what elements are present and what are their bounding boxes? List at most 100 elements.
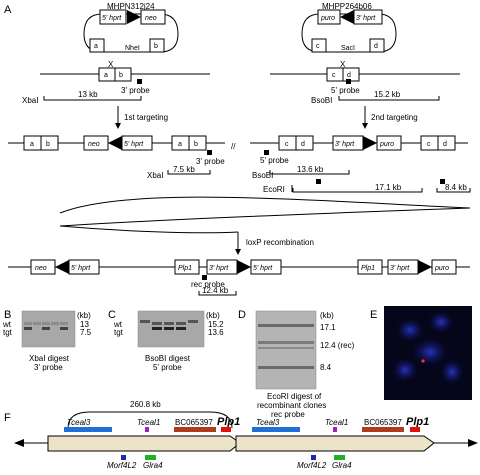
tgt-probe-3: 3' probe — [196, 157, 225, 166]
duplicon-1 — [47, 435, 241, 452]
wt-size-15: 15.2 kb — [374, 90, 401, 99]
gene-glra4-1: Glra4 — [143, 461, 163, 470]
panel-label-f: F — [4, 412, 11, 424]
duplicon-2 — [235, 435, 435, 452]
vector-name-left: MHPN312j24 — [107, 2, 155, 11]
rec-hprt5b: 5' hprt — [253, 265, 273, 272]
probe-mark-rec-b — [440, 179, 445, 184]
tgt-enzyme-ecori: EcoRI — [263, 185, 285, 194]
gene-plp1-1: Plp1 — [217, 416, 240, 428]
puro-label-targeted: puro — [379, 141, 394, 148]
hprt3-box-vector — [353, 9, 383, 25]
tgt-frag-c2: c — [427, 141, 431, 148]
wt-enzyme-xbai: XbaI — [22, 96, 38, 105]
wt-probe-3: 3' probe — [121, 86, 150, 95]
panel-label-c: C — [108, 309, 116, 321]
blot-b-caption1: XbaI digest — [29, 354, 70, 363]
gene-glra4-2: Glra4 — [332, 461, 352, 470]
blot-d-size-12-4: 12.4 (rec) — [320, 341, 355, 350]
hprt3-label-vector: 3' hprt — [356, 15, 376, 22]
wt-locus-left: a b 3' probe XbaI 13 kb — [22, 67, 210, 105]
panel-label-a: A — [4, 4, 12, 16]
blot-d-caption3: rec probe — [271, 410, 305, 419]
nhei-label: NheI — [125, 45, 140, 52]
gene-morf4l2-2: Morf4L2 — [297, 461, 327, 470]
neo-label-vector: neo — [145, 15, 157, 22]
rec-probe-label: rec probe — [191, 280, 225, 289]
saci-label: SacI — [341, 45, 355, 52]
first-targeting-label: 1st targeting — [124, 113, 168, 122]
hprt5-label-targeted: 5' hprt — [124, 141, 144, 148]
blot-d-size-17-1: 17.1 — [320, 323, 336, 332]
blot-d-size-8-4: 8.4 — [320, 363, 332, 372]
span-bracket — [67, 411, 233, 429]
sequence-break: // — [231, 142, 236, 151]
recombination-curve — [59, 196, 471, 234]
gene-tceal3-1: Tceal3 — [67, 418, 91, 427]
vector-right: puro 3' hprt c d SacI X — [301, 9, 397, 69]
hprt5-label-vector: 5' hprt — [102, 15, 122, 22]
loxp-triangle — [127, 10, 141, 24]
blot-b-size-13: 13 — [80, 320, 89, 329]
rec-neo: neo — [35, 265, 47, 272]
blot-d-caption1: EcoRI digest of — [267, 392, 322, 401]
blot-c-wt: wt — [113, 320, 123, 329]
gene-tceal1-2: Tceal1 — [325, 418, 348, 427]
frag-d-label: d — [374, 43, 378, 50]
wt-enzyme-bsobi: BsoBI — [311, 96, 332, 105]
panel-label-b: B — [4, 309, 11, 321]
tgt-enzyme-xbai: XbaI — [147, 171, 163, 180]
loxp-triangle-right — [340, 10, 354, 24]
blot-c-size-15-2: 15.2 — [208, 320, 224, 329]
tgt-size-8-4: 8.4 kb — [445, 183, 467, 192]
wt-size-13: 13 kb — [78, 90, 98, 99]
hprt5-box-vector — [99, 9, 127, 25]
tgt-probe-5: 5' probe — [260, 156, 289, 165]
probe-mark-3 — [137, 79, 142, 84]
blot-c-size-13-6: 13.6 — [208, 328, 224, 337]
panel-label-e: E — [370, 309, 377, 321]
fish-signal — [421, 359, 425, 363]
frag-b-label: b — [154, 43, 158, 50]
targeted-locus-left: a b neo 5' hprt a b 3' probe XbaI 7.5 kb — [8, 135, 225, 180]
gene-bc065397-2: BC065397 — [364, 418, 402, 427]
fish-image — [384, 306, 472, 400]
hprt3-label-targeted: 3' hprt — [335, 141, 355, 148]
cross-right: X — [340, 60, 346, 69]
probe-mark-rec-a — [316, 179, 321, 184]
frag-c-label: c — [316, 43, 320, 50]
vector-name-right: MHPP264b06 — [322, 2, 372, 11]
gene-bc065397-1: BC065397 — [175, 418, 213, 427]
tgt-size-7-5: 7.5 kb — [173, 165, 195, 174]
wt-frag-d: d — [347, 72, 351, 79]
frag-a-label: a — [94, 43, 98, 50]
rec-probe-mark — [202, 275, 207, 280]
second-targeting-label: 2nd targeting — [371, 113, 418, 122]
blot-d: (kb) 17.1 12.4 (rec) 8.4 EcoRI digest of… — [255, 310, 355, 419]
blot-d-unit: (kb) — [320, 311, 334, 320]
blot-d-caption2: recombinant clones — [257, 401, 326, 410]
neo-label-targeted: neo — [88, 141, 100, 148]
wt-frag-a: a — [104, 72, 108, 79]
wt-frag-c: c — [332, 72, 336, 79]
probe-mark-tgt-3 — [207, 150, 212, 155]
puro-label-vector: puro — [320, 15, 335, 22]
tgt-frag-a1: a — [30, 141, 34, 148]
blot-c-caption1: BsoBI digest — [145, 354, 191, 363]
blot-c-unit: (kb) — [206, 311, 220, 320]
gene-morf4l2-1: Morf4L2 — [107, 461, 137, 470]
loxp-triangle-targeted-right — [363, 136, 377, 150]
recombined-locus: neo 5' hprt Plp1 3' hprt 5' hprt Plp1 3'… — [8, 259, 470, 296]
frag-a-vector — [89, 38, 105, 53]
probe-mark-tgt-5 — [264, 150, 269, 155]
blot-b-unit: (kb) — [77, 311, 91, 320]
rec-plp1b: Plp1 — [361, 265, 375, 272]
rec-puro: puro — [434, 265, 449, 272]
tgt-frag-c1: c — [285, 141, 289, 148]
probe-mark-5 — [346, 79, 351, 84]
blot-c-caption2: 5' probe — [153, 363, 182, 372]
gene-plp1-2: Plp1 — [406, 416, 429, 428]
tgt-frag-a2: a — [178, 141, 182, 148]
tgt-frag-b1: b — [46, 141, 50, 148]
